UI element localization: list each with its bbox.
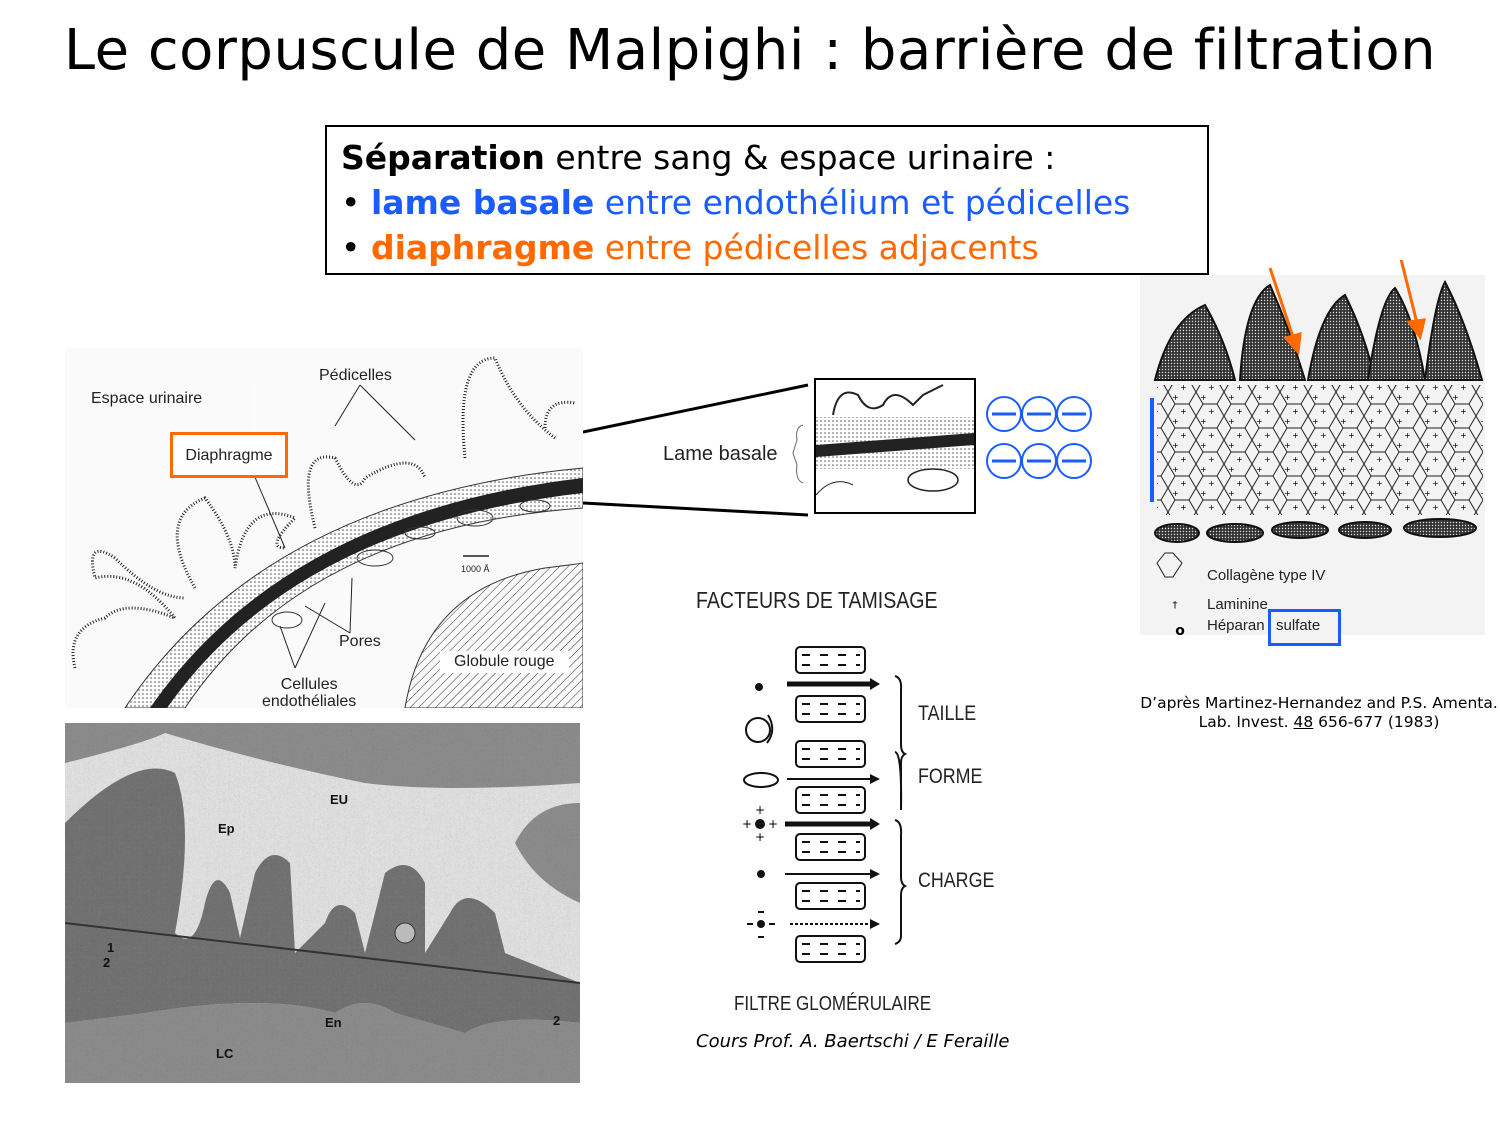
svg-text:+: +	[755, 830, 765, 844]
basement-membrane-diagram: ++ † o	[1140, 275, 1485, 635]
summary-line-1: Séparation entre sang & espace urinaire …	[341, 135, 1193, 180]
cellules-text: Cellules	[280, 676, 338, 693]
sieving-diagram: ++ ++	[742, 646, 908, 963]
summary-line-3: • diaphragme entre pédicelles adjacents	[341, 225, 1193, 270]
negative-charges	[986, 396, 1092, 479]
label-forme: FORME	[918, 765, 983, 788]
legend-sulfate-highlight: sulfate	[1268, 609, 1341, 646]
bullet: •	[341, 228, 361, 267]
svg-text:†: †	[1173, 600, 1178, 611]
lame-basale-text: entre endothélium et pédicelles	[594, 183, 1131, 222]
label-1: 1	[107, 940, 115, 955]
label-pedicelles: Pédicelles	[319, 367, 392, 384]
label-eu: EU	[330, 792, 349, 807]
journal-pages: 656-677 (1983)	[1313, 713, 1440, 731]
summary-line-2: • lame basale entre endothélium et pédic…	[341, 180, 1193, 225]
legend-heparan: Héparan	[1207, 617, 1265, 634]
label-globule-rouge: Globule rouge	[440, 651, 569, 673]
diaphragme-bold: diaphragme	[370, 228, 595, 267]
tamisage-title: FACTEURS DE TAMISAGE	[696, 587, 938, 613]
diaphragme-text: entre pédicelles adjacents	[594, 228, 1039, 267]
label-filtre-glomerulaire: FILTRE GLOMÉRULAIRE	[734, 993, 932, 1015]
svg-text:o: o	[1175, 623, 1185, 635]
label-en: En	[325, 1015, 342, 1030]
label-2: 2	[103, 955, 111, 970]
label-pores: Pores	[339, 633, 381, 650]
citation: D’après Martinez-Hernandez and P.S. Amen…	[1138, 694, 1500, 732]
label-espace-urinaire: Espace urinaire	[91, 390, 203, 407]
separation-bold: Séparation	[341, 138, 545, 177]
svg-text:+: +	[768, 817, 778, 831]
citation-journal: Lab. Invest. 48 656-677 (1983)	[1138, 713, 1500, 732]
citation-authors: D’après Martinez-Hernandez and P.S. Amen…	[1140, 694, 1498, 712]
label-ep: Ep	[218, 821, 235, 836]
lame-basale-inset	[583, 378, 976, 517]
label-taille: TAILLE	[918, 702, 977, 725]
endotheliales-text: endothéliales	[262, 693, 357, 710]
label-2-right: 2	[553, 1013, 561, 1028]
scale-bar-label: 1000 Å	[461, 564, 490, 574]
slide-title: Le corpuscule de Malpighi : barrière de …	[63, 18, 1437, 83]
label-lc: LC	[216, 1046, 234, 1061]
legend-laminine: Laminine	[1207, 596, 1268, 613]
svg-text:+: +	[755, 803, 765, 817]
separation-text: entre sang & espace urinaire :	[544, 138, 1056, 177]
lame-basale-bold: lame basale	[370, 183, 595, 222]
course-credit: Cours Prof. A. Baertschi / E Feraille	[696, 1031, 1010, 1052]
journal-name: Lab. Invest.	[1198, 713, 1294, 731]
legend-collagene: Collagène type IV	[1207, 567, 1326, 584]
label-diaphragme: Diaphragme	[170, 432, 288, 478]
journal-volume: 48	[1293, 713, 1314, 731]
bullet: •	[341, 183, 361, 222]
label-lame-basale: Lame basale	[663, 443, 778, 465]
label-charge: CHARGE	[918, 869, 995, 892]
electron-micrograph	[65, 723, 580, 1083]
orange-arrows	[1268, 260, 1426, 356]
svg-text:+: +	[742, 817, 752, 831]
summary-box: Séparation entre sang & espace urinaire …	[325, 125, 1209, 275]
